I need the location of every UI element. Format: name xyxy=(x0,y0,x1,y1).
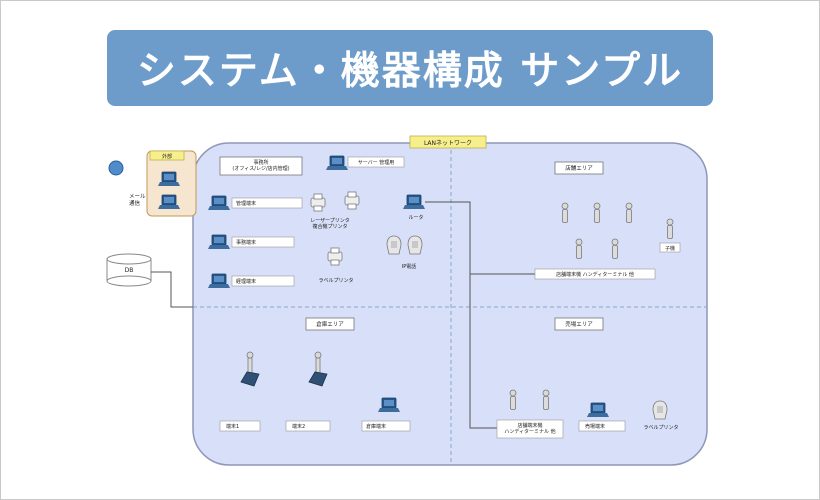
store-area-header-box xyxy=(554,161,604,175)
store-staff-5-icon xyxy=(611,238,619,259)
handy-2-label: 端末2 xyxy=(292,423,305,430)
database-label: DB xyxy=(125,267,134,274)
page-title: システム・機器構成 サンプル xyxy=(107,30,713,106)
store-staff-3-icon xyxy=(625,202,633,223)
handy-1-label: 端末1 xyxy=(226,423,239,430)
router-connection-line xyxy=(425,201,497,429)
store-staff-4-icon xyxy=(575,238,583,259)
floor-pc-label: 売場端末 xyxy=(585,423,605,430)
pc-label-2: 事務端末 xyxy=(236,239,256,246)
external-tag xyxy=(149,150,185,161)
server-label: サーバー 管理用 xyxy=(358,159,395,166)
office-header-box xyxy=(219,156,303,176)
warehouse-header-box xyxy=(305,317,355,331)
floor-staff-2-icon xyxy=(542,389,550,410)
warehouse-pc-label: 倉庫端末 xyxy=(366,423,386,430)
store-staff-2-icon xyxy=(593,202,601,223)
floor-device-label: 店舗端末機ハンディターミナル 他 xyxy=(504,422,555,435)
warehouse-header-text: 倉庫エリア xyxy=(316,320,344,328)
floor-header-text: 売場エリア xyxy=(565,320,593,328)
lan-area xyxy=(192,142,708,466)
office-header-text: 事務所(オフィス/レジ/店内管理) xyxy=(232,159,289,172)
store-phone-icon xyxy=(666,218,674,239)
store-staff-1-icon xyxy=(561,202,569,223)
store-phone-label: 子機 xyxy=(665,245,675,252)
pc-label-1: 管理端末 xyxy=(236,200,256,207)
floor-printer-icon xyxy=(652,400,668,420)
db-connection-line xyxy=(151,271,193,308)
external-side-label: メール通信 xyxy=(129,194,146,207)
floor-header-box xyxy=(554,317,604,331)
ip-phone-2-icon xyxy=(407,235,423,255)
store-area-header-text: 店舗エリア xyxy=(565,164,593,172)
globe-icon xyxy=(108,160,124,176)
lan-tag xyxy=(409,135,487,149)
lan-tag-text: LANネットワーク xyxy=(424,140,472,147)
external-tag-text: 外部 xyxy=(162,153,172,160)
ip-phone-1-icon xyxy=(386,235,402,255)
database-icon xyxy=(106,253,152,287)
floor-staff-1-icon xyxy=(509,389,517,410)
router-label: ルータ xyxy=(408,214,423,221)
pc-label-3: 経理端末 xyxy=(236,278,256,285)
printer-single-label: ラベルプリンタ xyxy=(318,277,353,284)
floor-printer-label: ラベルプリンタ xyxy=(643,424,678,431)
phone-group-label: IP電話 xyxy=(402,263,417,270)
store-device-label: 店舗端末機 ハンディターミナル 他 xyxy=(556,271,634,278)
printer-group-label: レーザープリンタ複合機プリンタ xyxy=(310,217,350,230)
